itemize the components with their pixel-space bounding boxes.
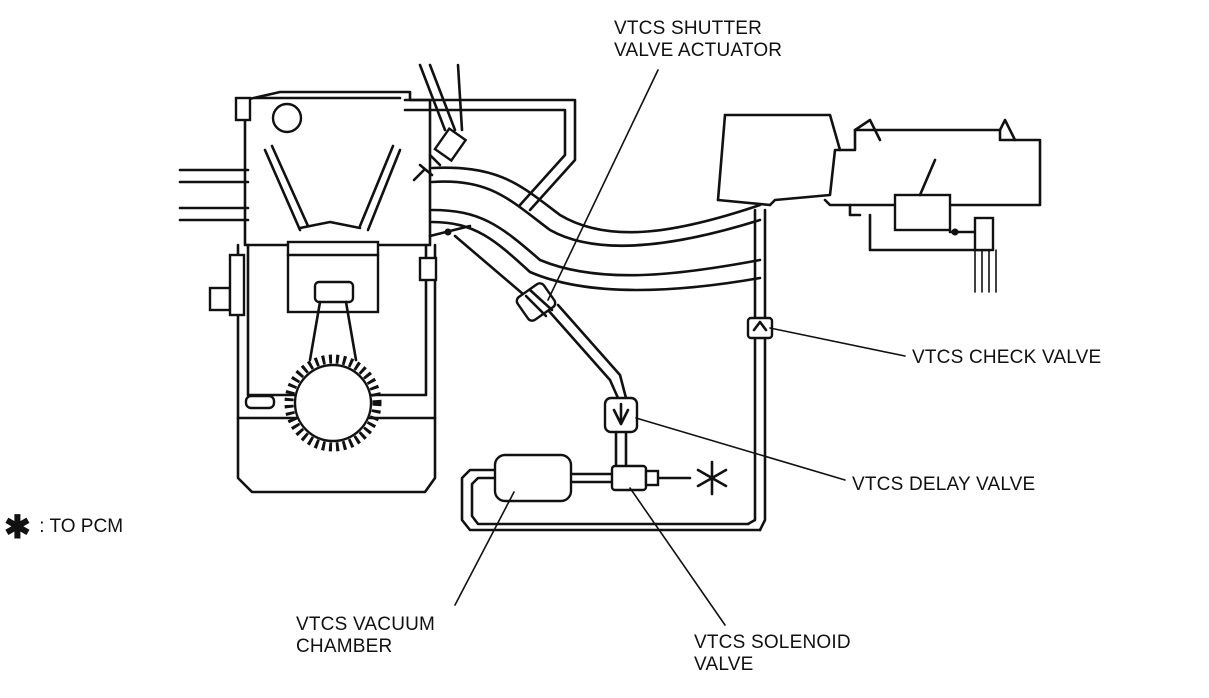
- vacuum-hoses: [453, 208, 767, 532]
- vacuum-chamber-label-line2: CHAMBER: [296, 636, 393, 657]
- shutter-actuator-label-line1: VTCS SHUTTER: [614, 18, 763, 39]
- solenoid-valve-label-line2: VALVE: [694, 654, 754, 675]
- vtcs-solenoid-valve: [610, 464, 660, 492]
- shutter-actuator-label-line2: VALVE ACTUATOR: [614, 40, 783, 61]
- legend: ✱ : TO PCM: [4, 508, 123, 546]
- delay-valve-label: VTCS DELAY VALVE: [852, 474, 1036, 495]
- to-pcm-asterisk: [696, 460, 728, 496]
- vtcs-delay-valve: [603, 396, 639, 434]
- legend-asterisk-icon: ✱: [4, 509, 31, 545]
- leader-lines: [454, 69, 906, 626]
- vtcs-shutter-valve-actuator: [515, 282, 557, 322]
- solenoid-valve-label: VTCS SOLENOID VALVE: [694, 632, 851, 676]
- check-valve-label: VTCS CHECK VALVE: [912, 347, 1102, 368]
- upper-lines: [403, 63, 577, 212]
- intake-manifold: [428, 113, 1042, 293]
- vtcs-check-valve: [746, 316, 774, 340]
- vtcs-vacuum-chamber: [493, 453, 573, 503]
- vacuum-chamber-label-line1: VTCS VACUUM: [296, 614, 436, 635]
- engine-cross-section: [178, 90, 438, 494]
- vacuum-chamber-label: VTCS VACUUM CHAMBER: [296, 614, 435, 658]
- shutter-actuator-label: VTCS SHUTTER VALVE ACTUATOR: [614, 18, 782, 62]
- solenoid-valve-label-line1: VTCS SOLENOID: [694, 632, 851, 653]
- legend-text: : TO PCM: [39, 516, 124, 537]
